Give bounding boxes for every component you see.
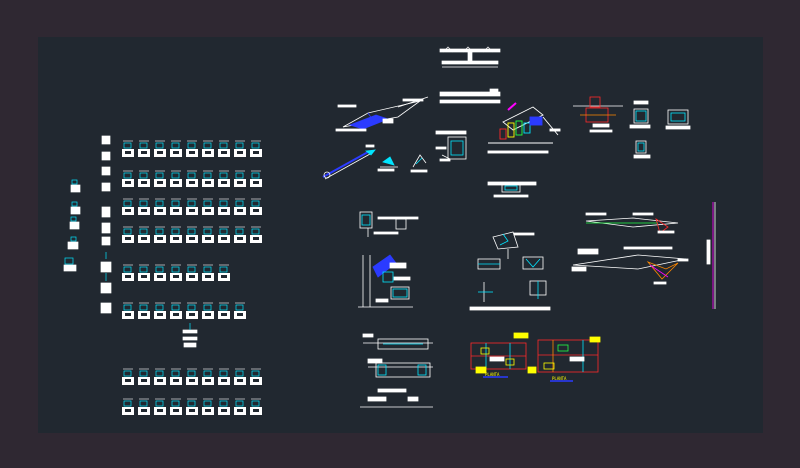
connection-detail-r0-c1 [138,140,150,157]
top-elevation-detail [439,46,501,68]
column-bracing-assembly [358,254,413,308]
connection-detail-r5-c1 [138,302,150,319]
plan-right-label: PLANTA [552,376,567,381]
connection-detail-lower-r1-c7 [234,398,246,415]
connection-detail-r3-c0 [122,226,134,243]
plan-left-label: PLANTA [485,372,500,377]
connection-detail-r0-c6 [218,140,230,157]
connection-detail-r5-c2 [154,302,166,319]
connection-detail-lower-r0-c1 [138,368,150,385]
beam-detail-top [439,88,501,104]
connection-detail-r4-c6 [218,264,230,281]
section-marker-middle [182,323,198,348]
connection-detail-r3-c1 [138,226,150,243]
connection-detail-lower-r1-c6 [218,398,230,415]
sloped-beam-connection [335,96,429,132]
small-bracket-details [377,154,428,173]
red-steel-joint-details [573,96,691,159]
connection-detail-r0-c8 [250,140,262,157]
connection-detail-r1-c7 [234,170,246,187]
connection-detail-r2-c8 [250,198,262,215]
drawing-canvas[interactable]: PLANTA PLANTA [38,37,763,433]
connection-detail-r3-c6 [218,226,230,243]
connection-detail-r2-c0 [122,198,134,215]
connection-detail-r1-c8 [250,170,262,187]
connection-detail-lower-r0-c2 [154,368,166,385]
isometric-colored-joint [487,102,561,154]
colored-plan-view-right: PLANTA [527,336,601,382]
connection-detail-r0-c4 [186,140,198,157]
connection-detail-r3-c8 [250,226,262,243]
detail-column-far-left [63,179,81,272]
connection-detail-lower-r1-c5 [202,398,214,415]
truss-node-details [469,231,551,311]
connection-detail-r0-c3 [170,140,182,157]
connection-detail-lower-r1-c8 [250,398,262,415]
connection-detail-lower-r1-c2 [154,398,166,415]
connection-detail-r1-c1 [138,170,150,187]
connection-detail-lower-r1-c1 [138,398,150,415]
connection-detail-lower-r0-c0 [122,368,134,385]
long-beam-elevation-right [571,212,689,285]
connection-detail-r0-c0 [122,140,134,157]
connection-detail-r0-c5 [202,140,214,157]
column-connection-mid [359,211,419,237]
connection-detail-lower-r0-c5 [202,368,214,385]
connection-detail-lower-r1-c0 [122,398,134,415]
colored-plan-view-left: PLANTA [470,332,529,378]
connection-detail-r2-c3 [170,198,182,215]
connection-detail-r2-c1 [138,198,150,215]
connection-detail-r4-c5 [202,264,214,281]
column-beam-joint [435,130,467,162]
connection-detail-lower-r0-c4 [186,368,198,385]
connection-detail-lower-r0-c8 [250,368,262,385]
connection-detail-r3-c4 [186,226,198,243]
vertical-column-elevation-right [706,202,716,309]
connection-detail-r4-c0 [122,264,134,281]
base-plate-section-lower [360,333,433,408]
connection-detail-r4-c2 [154,264,166,281]
connection-detail-r0-c7 [234,140,246,157]
connection-detail-r5-c5 [202,302,214,319]
connection-detail-r2-c5 [202,198,214,215]
connection-detail-r3-c2 [154,226,166,243]
connection-detail-r2-c7 [234,198,246,215]
detail-column-left-connectors [100,135,112,314]
connection-detail-r3-c5 [202,226,214,243]
connection-detail-r4-c3 [170,264,182,281]
connection-detail-r3-c3 [170,226,182,243]
connection-detail-r1-c3 [170,170,182,187]
connection-detail-r1-c5 [202,170,214,187]
connection-detail-r2-c4 [186,198,198,215]
connection-detail-r4-c4 [186,264,198,281]
connection-detail-r2-c2 [154,198,166,215]
diagonal-brace-detail [322,144,376,180]
connection-detail-r0-c2 [154,140,166,157]
connection-detail-r5-c3 [170,302,182,319]
connection-detail-r3-c7 [234,226,246,243]
connection-detail-r2-c6 [218,198,230,215]
connection-detail-r1-c0 [122,170,134,187]
connection-detail-r4-c1 [138,264,150,281]
beam-section-center [487,181,537,198]
connection-detail-r1-c2 [154,170,166,187]
connection-detail-lower-r1-c4 [186,398,198,415]
connection-detail-lower-r0-c3 [170,368,182,385]
connection-detail-r1-c6 [218,170,230,187]
connection-detail-lower-r0-c6 [218,368,230,385]
connection-detail-r5-c7 [234,302,246,319]
connection-details-grid-lower [122,368,262,415]
connection-detail-lower-r0-c7 [234,368,246,385]
connection-detail-r5-c4 [186,302,198,319]
connection-detail-r5-c6 [218,302,230,319]
connection-detail-lower-r1-c3 [170,398,182,415]
cad-drawing: PLANTA PLANTA [63,46,716,415]
connection-detail-r5-c0 [122,302,134,319]
connection-detail-r1-c4 [186,170,198,187]
connection-details-grid-upper [122,140,262,319]
